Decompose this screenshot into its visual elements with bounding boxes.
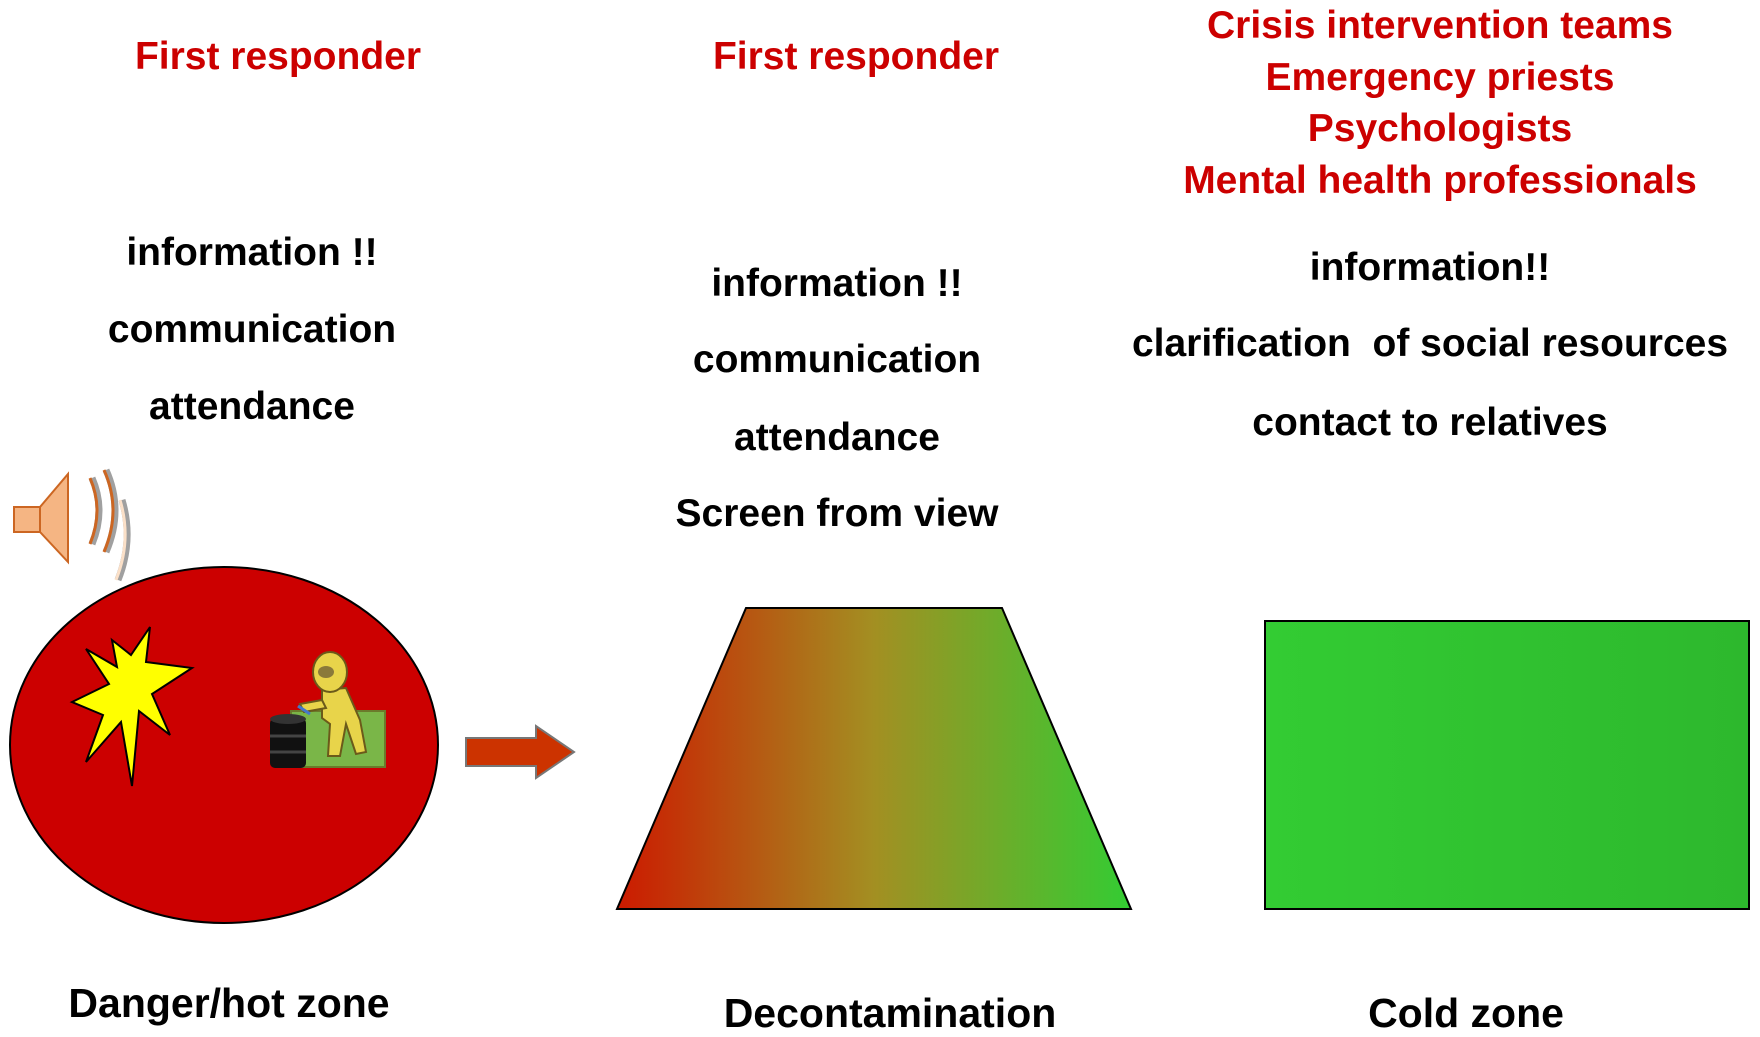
column3-item-information: information!!: [1309, 246, 1551, 289]
column1-header: First responder: [134, 35, 422, 78]
column3-header-mental-health: Mental health professionals: [1183, 159, 1697, 202]
column1-caption-hot-zone: Danger/hot zone: [68, 980, 390, 1026]
column3-header-emergency-priests: Emergency priests: [1265, 56, 1615, 99]
decontamination-zone-shape: [615, 607, 1133, 910]
hazmat-worker-icon: [270, 651, 386, 768]
column1-item-communication: communication: [107, 308, 397, 351]
column3-item-contact-relatives: contact to relatives: [1252, 401, 1608, 444]
column3-header-psychologists: Psychologists: [1307, 107, 1573, 150]
explosion-icon: [69, 626, 195, 787]
column2-header: First responder: [712, 35, 1000, 78]
cold-zone-shape: [1264, 620, 1750, 910]
column2-item-attendance: attendance: [734, 416, 940, 459]
column2-item-screen-from-view: Screen from view: [675, 492, 999, 535]
column1-item-information: information !!: [126, 231, 378, 274]
column2-item-information: information !!: [711, 262, 963, 305]
column3-caption-cold-zone: Cold zone: [1368, 990, 1564, 1036]
column2-item-communication: communication: [692, 338, 982, 381]
column3-header-crisis-teams: Crisis intervention teams: [1207, 4, 1673, 47]
column2-caption-decontamination: Decontamination: [723, 990, 1057, 1036]
column1-item-attendance: attendance: [149, 385, 355, 428]
speaker-icon: [13, 468, 131, 582]
column3-item-social-resources: clarification of social resources: [1131, 322, 1729, 365]
arrow-right-icon: [465, 724, 576, 780]
